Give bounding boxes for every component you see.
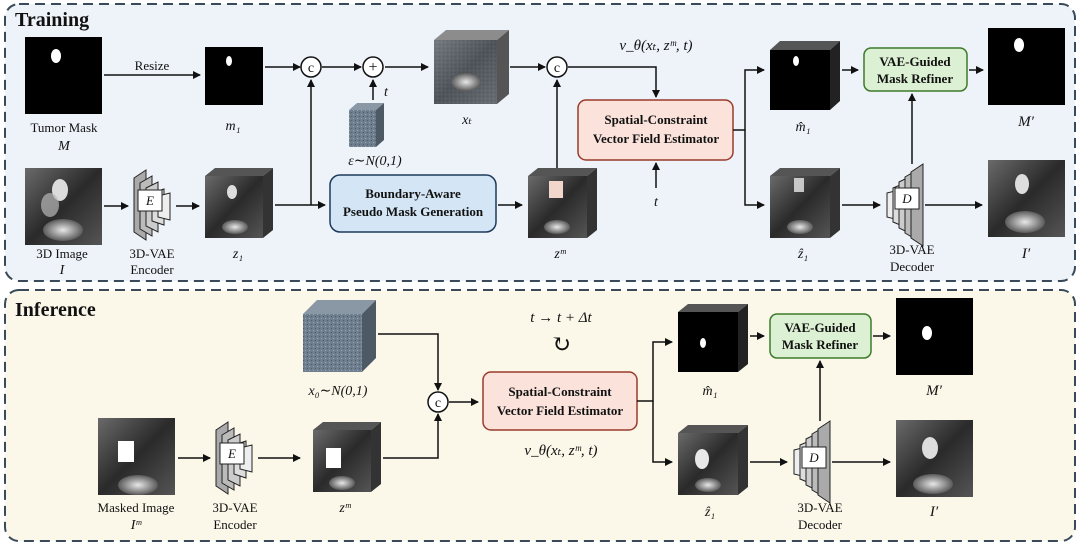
decoder-label-training: 3D-VAE bbox=[889, 242, 934, 257]
plus-node bbox=[362, 56, 384, 78]
tumor-mask-label: Tumor Mask bbox=[30, 120, 98, 135]
refiner-box-inference bbox=[769, 313, 872, 359]
z1-hat-cube-training bbox=[770, 168, 840, 238]
x0-label-inference: x₀∼N(0,1) bbox=[308, 384, 368, 399]
refiner-label-2-training: Mask Refiner bbox=[877, 71, 953, 86]
tumor-mask-symbol: M bbox=[57, 139, 71, 154]
v-theta-label-inference: v_θ(xₜ, zᵐ, t) bbox=[524, 443, 597, 459]
noise-cube-training bbox=[349, 103, 384, 147]
encoder-label-inference: 3D-VAE bbox=[212, 500, 257, 515]
branch-inference-m1hat bbox=[637, 338, 673, 402]
plus-node-label: + bbox=[368, 59, 377, 76]
z1-label: z₁ bbox=[232, 247, 243, 262]
i-prime-label-training: I′ bbox=[1021, 246, 1031, 262]
v-theta-label-training: v_θ(xₜ, zᵐ, t) bbox=[619, 38, 692, 54]
encoder-label-training: 3D-VAE bbox=[129, 246, 174, 261]
zm-label-training: zᵐ bbox=[553, 247, 566, 262]
training-title: Training bbox=[15, 9, 89, 31]
estimator-box-inference bbox=[482, 371, 638, 431]
boundary-aware-label-1: Boundary-Aware bbox=[365, 186, 461, 201]
decoder-label2-training: Decoder bbox=[890, 259, 935, 274]
refiner-label-1-training: VAE-Guided bbox=[879, 54, 951, 69]
encoder-letter-inference: E bbox=[227, 446, 236, 461]
m-prime-image-training bbox=[988, 28, 1065, 105]
masked-image-label: Masked Image bbox=[98, 500, 175, 515]
estimator-label-1-training: Spatial-Constraint bbox=[604, 112, 708, 127]
xt-cube bbox=[434, 30, 509, 104]
tumor-mask-image bbox=[25, 37, 102, 114]
m1-label: m₁ bbox=[226, 119, 241, 134]
encoder-letter-training: E bbox=[145, 193, 154, 208]
loop-icon: ↻ bbox=[551, 332, 571, 358]
m1-hat-cube-training bbox=[770, 41, 840, 110]
z1-hat-cube-inference bbox=[678, 425, 748, 495]
branch-inference-z1hat bbox=[652, 401, 673, 466]
concat-node-inference bbox=[427, 391, 449, 413]
boundary-aware-box bbox=[329, 174, 497, 233]
estimator-label-1-inference: Spatial-Constraint bbox=[508, 384, 612, 399]
i-prime-label-inference: I′ bbox=[929, 504, 939, 520]
decoder-label-inference: 3D-VAE bbox=[797, 500, 842, 515]
m1-hat-label-inference: m̂₁ bbox=[703, 384, 718, 399]
branch-estimator-z1hat bbox=[744, 130, 765, 209]
refiner-label-1-inference: VAE-Guided bbox=[784, 320, 856, 335]
arrow-zm-to-concat-inference bbox=[383, 413, 442, 459]
arrow-x0-to-concat bbox=[378, 333, 442, 391]
refiner-label-2-inference: Mask Refiner bbox=[782, 337, 858, 352]
zm-label-inference: zᵐ bbox=[338, 501, 351, 516]
estimator-label-2-inference: Vector Field Estimator bbox=[497, 403, 624, 418]
zm-cube-training bbox=[528, 168, 597, 238]
decoder-block-training bbox=[886, 163, 924, 247]
step-label-inference: t → t + Δt bbox=[530, 310, 592, 326]
ct-image-3d bbox=[25, 168, 102, 245]
z1-hat-label-training: ẑ₁ bbox=[797, 247, 808, 262]
image-3d-label: 3D Image bbox=[36, 246, 88, 261]
boundary-aware-label-2: Pseudo Mask Generation bbox=[343, 204, 484, 219]
arrow-concat2-to-estimator bbox=[568, 66, 660, 98]
z1-hat-label-inference: ẑ₁ bbox=[704, 505, 715, 520]
m-prime-label-training: M′ bbox=[1017, 114, 1034, 130]
concat-node-1 bbox=[300, 56, 322, 78]
concat-node-2-label: c bbox=[554, 61, 560, 76]
decoder-block-inference bbox=[793, 420, 831, 504]
t-label-plus: t bbox=[384, 85, 389, 100]
resize-label: Resize bbox=[135, 58, 170, 73]
m1-hat-label-training: m̂₁ bbox=[796, 120, 811, 135]
m-prime-image-inference bbox=[896, 298, 973, 375]
estimator-box-training bbox=[577, 99, 734, 161]
refiner-box-training bbox=[863, 47, 968, 92]
encoder-label2-training: Encoder bbox=[130, 262, 174, 277]
t-label-estimator: t bbox=[654, 195, 659, 210]
encoder-block-inference bbox=[215, 421, 253, 495]
i-prime-image-training bbox=[988, 160, 1065, 237]
masked-image-inference bbox=[98, 418, 175, 495]
estimator-label-2-training: Vector Field Estimator bbox=[593, 131, 720, 146]
encoder-block-training bbox=[133, 169, 171, 241]
concat-node-inference-label: c bbox=[435, 396, 441, 411]
concat-node-2 bbox=[546, 56, 568, 78]
m-prime-label-inference: M′ bbox=[925, 383, 942, 399]
m1-hat-cube-inference bbox=[678, 304, 748, 372]
xt-label: xₜ bbox=[461, 113, 472, 128]
noise-cube-inference bbox=[303, 300, 376, 372]
branch-estimator-outputs bbox=[733, 66, 765, 131]
zm-cube-inference bbox=[313, 422, 381, 492]
inference-title: Inference bbox=[15, 299, 96, 321]
decoder-label2-inference: Decoder bbox=[798, 517, 843, 532]
decoder-letter-training: D bbox=[901, 191, 912, 206]
noise-label-training: ε∼N(0,1) bbox=[348, 154, 402, 169]
masked-image-symbol: Iᵐ bbox=[130, 518, 143, 533]
z1-cube bbox=[205, 168, 273, 238]
m1-image bbox=[205, 47, 263, 105]
i-prime-image-inference bbox=[896, 420, 973, 497]
decoder-letter-inference: D bbox=[808, 450, 819, 465]
concat-node-1-label: c bbox=[308, 61, 314, 76]
encoder-label2-inference: Encoder bbox=[213, 517, 257, 532]
image-3d-symbol: I bbox=[59, 263, 66, 278]
